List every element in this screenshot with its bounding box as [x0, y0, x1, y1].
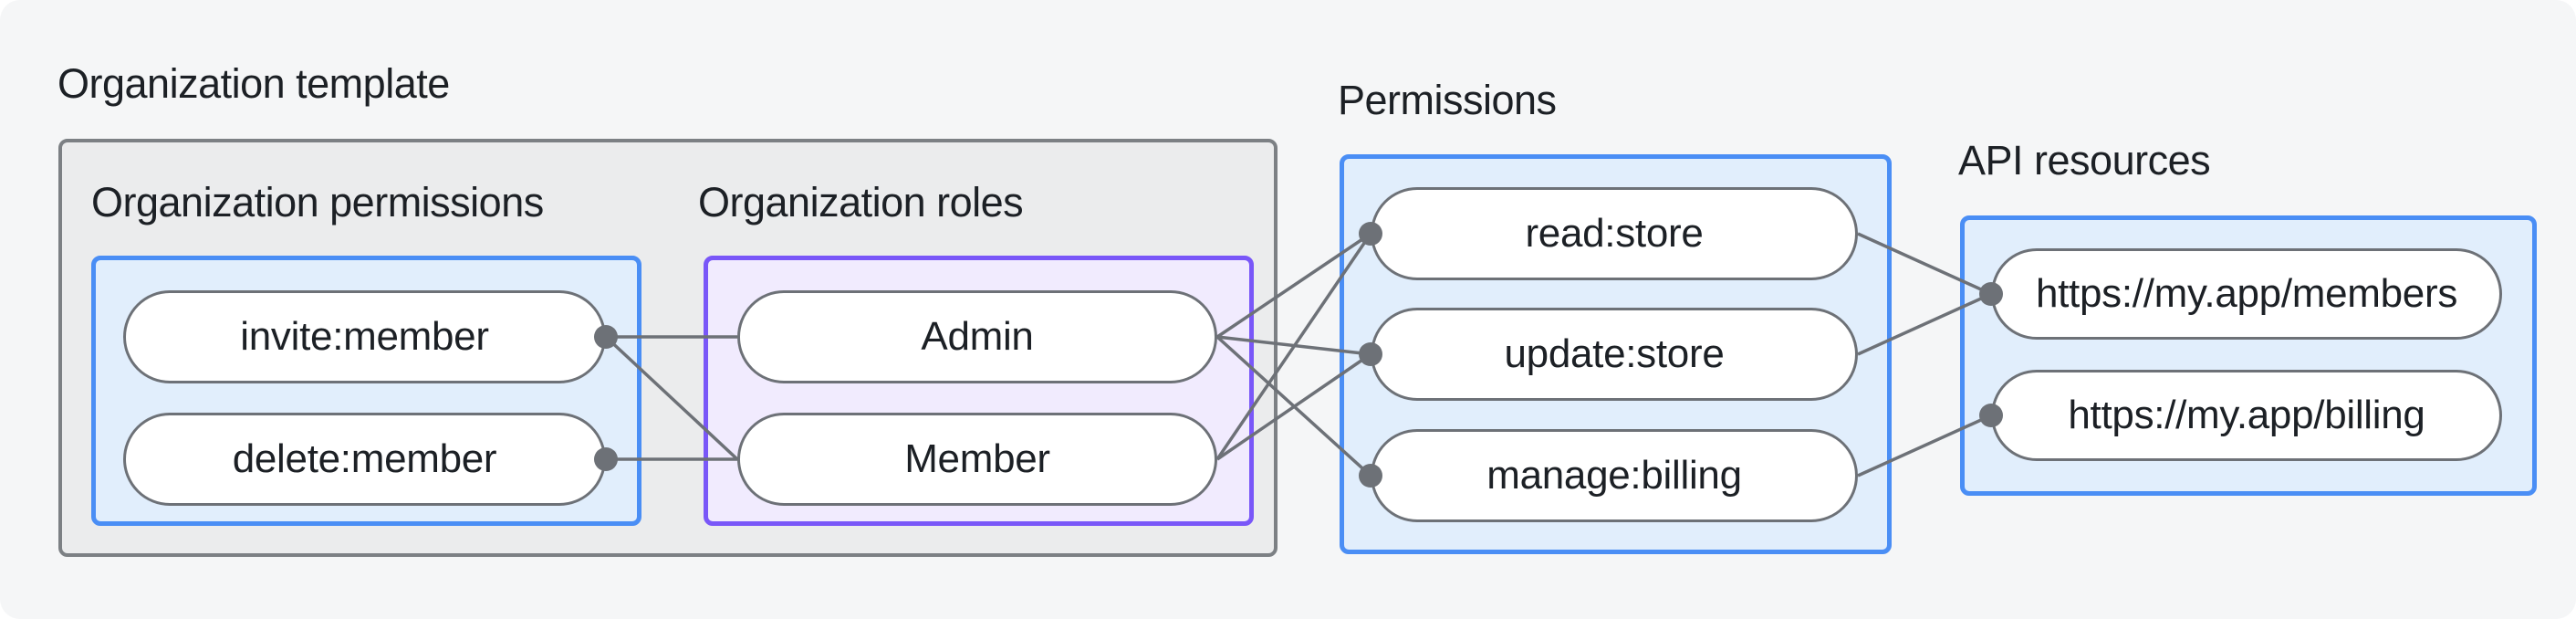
- pill-label: Member: [904, 436, 1050, 481]
- connection-line-admin-right--read-store-left: [1216, 232, 1371, 339]
- connection-dot-invite-member-right: [594, 325, 618, 349]
- pill-label: update:store: [1504, 331, 1725, 376]
- pill-read-store: read:store: [1371, 187, 1858, 280]
- pill-delete-member: delete:member: [123, 413, 606, 506]
- permissions-title: Permissions: [1338, 77, 1557, 123]
- pill-role-member: Member: [737, 413, 1217, 506]
- connection-dot-manage-billing-left: [1359, 464, 1382, 488]
- connection-line-invite-member-right--member-left: [604, 335, 739, 461]
- pill-update-store: update:store: [1371, 308, 1858, 401]
- connection-dot-api-members-left: [1979, 282, 2003, 306]
- connection-line-member-right--read-store-left: [1215, 233, 1372, 460]
- connection-dot-read-store-left: [1359, 222, 1382, 246]
- connection-line-update-store-right--api-members-left: [1857, 292, 1992, 356]
- org-permissions-title: Organization permissions: [91, 179, 544, 226]
- connection-line-member-right--update-store-left: [1216, 352, 1371, 461]
- api-resources-title: API resources: [1958, 137, 2211, 184]
- connection-dot-update-store-left: [1359, 342, 1382, 366]
- pill-label: invite:member: [240, 314, 489, 359]
- pill-manage-billing: manage:billing: [1371, 429, 1858, 522]
- org-template-title: Organization template: [57, 60, 450, 107]
- pill-label: delete:member: [232, 436, 497, 481]
- pill-label: Admin: [921, 314, 1034, 359]
- connection-dot-api-billing-left: [1979, 404, 2003, 427]
- connection-dot-delete-member-right: [594, 447, 618, 471]
- pill-label: https://my.app/billing: [2068, 393, 2425, 437]
- pill-label: https://my.app/members: [2035, 271, 2458, 316]
- pill-api-billing: https://my.app/billing: [1991, 370, 2502, 461]
- connection-line-manage-billing-right--api-billing-left: [1857, 414, 1992, 477]
- org-roles-title: Organization roles: [698, 179, 1024, 226]
- pill-api-members: https://my.app/members: [1991, 248, 2502, 340]
- pill-label: manage:billing: [1486, 453, 1742, 498]
- pill-invite-member: invite:member: [123, 290, 606, 383]
- pill-label: read:store: [1525, 211, 1704, 256]
- pill-role-admin: Admin: [737, 290, 1217, 383]
- connection-line-read-store-right--api-members-left: [1857, 232, 1992, 296]
